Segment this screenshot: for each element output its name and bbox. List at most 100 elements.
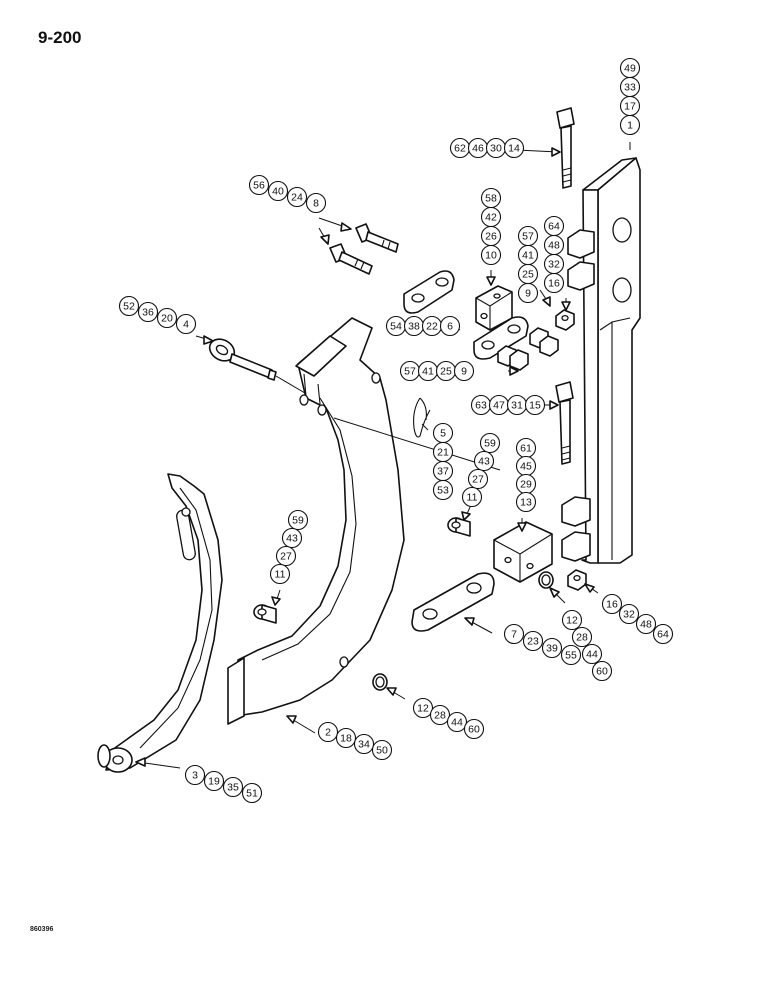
- part-number-bubble: 44: [446, 711, 468, 733]
- part-number-label: 27: [472, 474, 484, 486]
- part-number-label: 14: [508, 143, 520, 155]
- part-number-bubble: 49: [619, 57, 641, 79]
- part-number-label: 7: [511, 629, 517, 641]
- part-number-label: 24: [291, 192, 303, 204]
- part-number-label: 49: [624, 63, 636, 75]
- part-number-label: 9: [525, 288, 531, 300]
- part-number-label: 44: [451, 717, 463, 729]
- part-number-label: 58: [485, 193, 497, 205]
- part-number-label: 57: [404, 366, 416, 378]
- spring-pin: [413, 397, 431, 438]
- part-number-label: 51: [246, 788, 258, 800]
- part-number-bubble: 37: [432, 460, 454, 482]
- part-number-bubble: 13: [515, 491, 537, 513]
- part-number-bubble: 46: [467, 137, 489, 159]
- tooth-point: [97, 473, 223, 773]
- part-number-label: 42: [485, 212, 497, 224]
- part-number-bubble: 48: [543, 234, 565, 256]
- part-number-bubble: 36: [137, 301, 159, 323]
- part-number-label: 32: [548, 259, 560, 271]
- part-number-label: 22: [426, 321, 438, 333]
- part-number-bubble: 27: [467, 468, 489, 490]
- part-number-bubble: 43: [473, 450, 495, 472]
- part-number-label: 12: [417, 703, 429, 715]
- upper-bolt: [556, 107, 575, 189]
- part-number-label: 6: [447, 321, 453, 333]
- part-number-label: 61: [520, 443, 532, 455]
- part-number-bubble: 35: [222, 776, 244, 798]
- part-number-bubble: 5: [432, 422, 454, 444]
- part-number-bubble: 4: [175, 313, 197, 335]
- part-number-label: 41: [422, 366, 434, 378]
- pivot-bolts: [329, 223, 399, 275]
- drawing-reference-code: 860396: [30, 926, 54, 933]
- part-number-bubble: 53: [432, 479, 454, 501]
- part-number-bubble: 42: [480, 206, 502, 228]
- part-number-bubble: 61: [515, 437, 537, 459]
- part-number-bubble: 30: [485, 137, 507, 159]
- part-number-label: 40: [272, 186, 284, 198]
- callout-c-12-28-44-60-lower: 12 28 44 60: [412, 697, 485, 740]
- part-number-label: 21: [437, 447, 449, 459]
- main-bracket: [227, 317, 405, 725]
- part-number-label: 29: [520, 479, 532, 491]
- page-number: 9-200: [38, 28, 82, 47]
- part-number-bubble: 1: [619, 114, 641, 136]
- part-number-bubble: 57: [517, 225, 539, 247]
- part-number-label: 11: [467, 492, 478, 504]
- part-number-bubble: 51: [241, 782, 263, 804]
- part-number-bubble: 27: [275, 545, 297, 567]
- part-number-label: 23: [527, 636, 539, 648]
- part-number-label: 64: [548, 221, 560, 233]
- washer-right: [538, 571, 554, 589]
- part-number-label: 48: [548, 240, 560, 252]
- part-number-label: 43: [478, 456, 490, 468]
- part-number-label: 57: [522, 231, 534, 243]
- part-number-label: 16: [548, 278, 560, 290]
- part-number-bubble: 59: [479, 432, 501, 454]
- part-number-bubble: 39: [541, 637, 563, 659]
- shank-beam: [561, 157, 641, 564]
- part-number-bubble: 9: [453, 360, 475, 382]
- part-number-label: 60: [596, 666, 608, 678]
- part-number-bubble: 44: [581, 643, 603, 665]
- part-number-bubble: 62: [449, 137, 471, 159]
- upper-link-plate: [403, 270, 455, 314]
- part-number-label: 43: [286, 533, 298, 545]
- part-number-label: 32: [623, 609, 635, 621]
- part-number-label: 60: [468, 724, 480, 736]
- part-number-bubble: 24: [286, 186, 308, 208]
- bushing-left: [253, 604, 277, 624]
- part-number-bubble: 31: [506, 394, 528, 416]
- part-number-bubble: 7: [503, 623, 525, 645]
- part-number-label: 59: [484, 438, 496, 450]
- part-number-bubble: 64: [543, 215, 565, 237]
- lower-link-plate: [473, 316, 529, 360]
- part-number-label: 50: [376, 745, 388, 757]
- part-number-bubble: 29: [515, 473, 537, 495]
- part-number-label: 28: [576, 632, 588, 644]
- part-number-label: 9: [461, 366, 467, 378]
- part-number-bubble: 52: [118, 295, 140, 317]
- part-number-bubble: 43: [281, 527, 303, 549]
- part-number-label: 4: [183, 319, 189, 331]
- part-number-label: 30: [490, 143, 502, 155]
- part-number-bubble: 60: [463, 718, 485, 740]
- part-number-label: 25: [522, 269, 534, 281]
- flat-link: [411, 572, 495, 632]
- part-number-label: 28: [434, 710, 446, 722]
- part-number-label: 56: [253, 180, 265, 192]
- part-number-bubble: 40: [267, 180, 289, 202]
- part-number-label: 64: [657, 629, 669, 641]
- part-number-bubble: 55: [560, 644, 582, 666]
- part-number-label: 27: [280, 551, 292, 563]
